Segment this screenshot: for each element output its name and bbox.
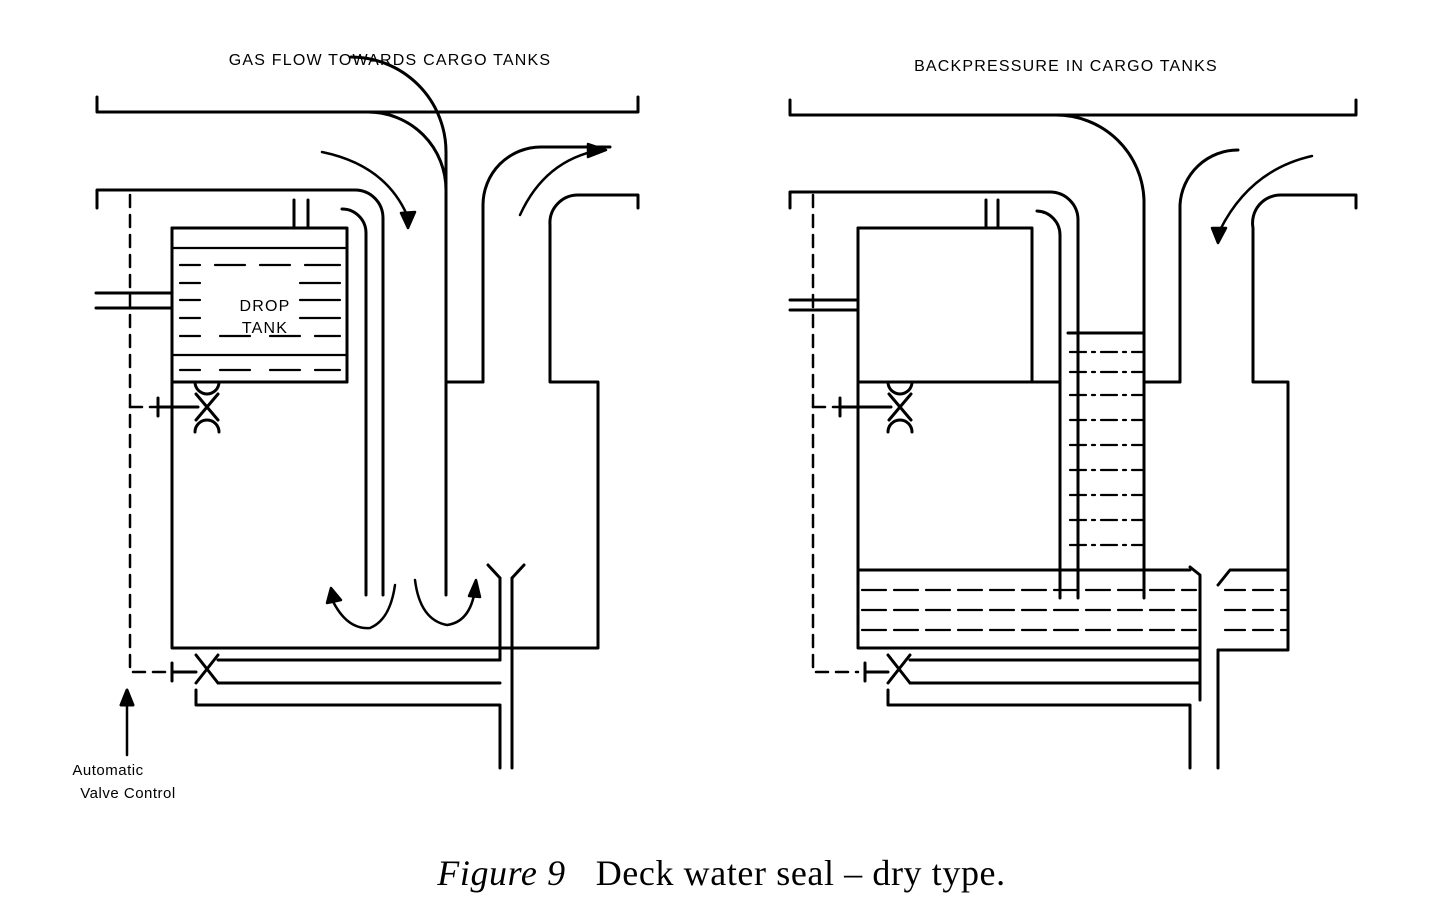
right-upper-valve — [838, 380, 914, 434]
drop-tank-label-line1: DROP — [239, 298, 290, 315]
right-valve-control-line — [811, 193, 860, 674]
flow-arrow-inlet — [320, 150, 409, 217]
valve-control-label-line2: Valve Control — [80, 785, 175, 802]
backflow-arrow — [1218, 154, 1314, 232]
right-main-line — [788, 98, 1358, 117]
right-water-column — [1066, 331, 1146, 547]
right-panel-backpressure — [788, 98, 1358, 770]
left-bottom-valve — [170, 563, 526, 770]
left-panel-gas-flow — [94, 55, 640, 770]
figure-label: Figure 9 — [437, 853, 566, 893]
right-flow-arrows — [1210, 154, 1314, 245]
drop-tank — [94, 198, 349, 384]
right-seal-vessel — [788, 113, 1358, 702]
right-seal-water — [856, 568, 1288, 632]
right-panel-title: BACKPRESSURE IN CARGO TANKS — [914, 58, 1218, 75]
valve-control-arrowhead — [119, 688, 135, 707]
figure-caption-text: Deck water seal – dry type. — [595, 853, 1006, 893]
left-seal-vessel — [95, 55, 640, 650]
figure-caption: Figure 9 Deck water seal – dry type. — [0, 852, 1443, 894]
left-inlet-elbow — [366, 110, 448, 192]
drop-tank-water-lines — [170, 246, 349, 372]
flow-arrow-outlet — [518, 148, 602, 217]
right-bottom-valve — [863, 648, 1220, 770]
automatic-valve-control-line — [128, 193, 172, 674]
right-drop-tank — [788, 198, 1062, 384]
left-upper-valve — [156, 380, 221, 434]
left-main-line — [95, 95, 640, 114]
valve-control-label-line1: Automatic — [72, 762, 143, 779]
left-panel-title: GAS FLOW TOWARDS CARGO TANKS — [229, 52, 552, 69]
flow-arrow-bubble-left — [328, 583, 397, 630]
flow-arrow-bubble-right — [413, 578, 477, 627]
drop-tank-label-line2: TANK — [242, 320, 288, 337]
left-flow-arrows — [320, 142, 608, 630]
